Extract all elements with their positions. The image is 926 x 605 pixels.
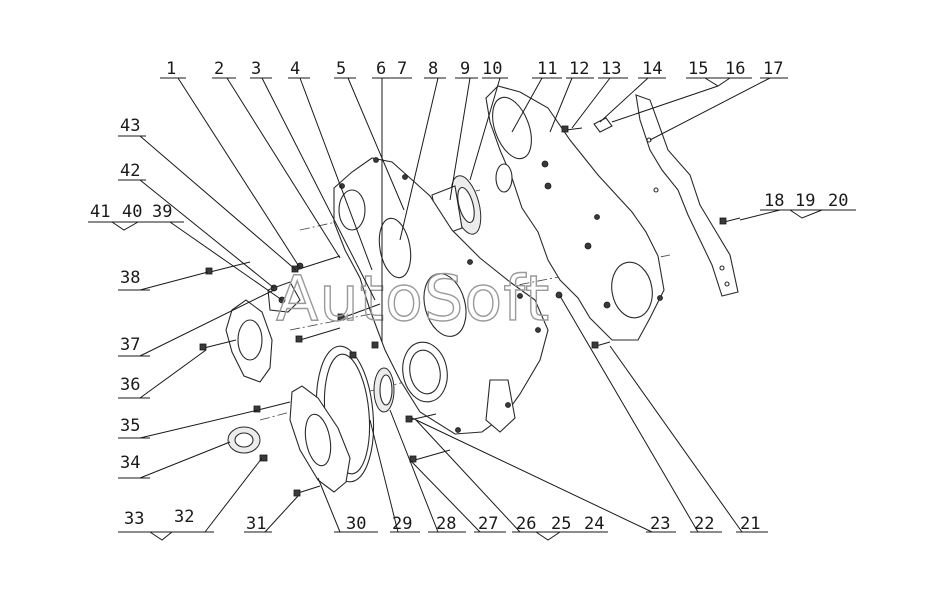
label-7: 7 (397, 59, 407, 79)
label-23: 23 (650, 514, 670, 534)
part-number-labels: 1 2 3 4 5 6 7 8 9 10 11 12 13 14 15 16 1… (90, 59, 848, 534)
label-21: 21 (740, 514, 760, 534)
label-12: 12 (569, 59, 589, 79)
label-20: 20 (828, 191, 848, 211)
label-34: 34 (120, 453, 140, 473)
label-10: 10 (482, 59, 502, 79)
label-11: 11 (537, 59, 557, 79)
label-36: 36 (120, 375, 140, 395)
parts-drawing: AutoSoft (199, 85, 741, 497)
label-27: 27 (478, 514, 498, 534)
label-35: 35 (120, 416, 140, 436)
label-15: 15 (688, 59, 708, 79)
label-9: 9 (460, 59, 470, 79)
label-40: 40 (122, 202, 142, 222)
label-24: 24 (584, 514, 604, 534)
label-6: 6 (376, 59, 386, 79)
label-26: 26 (516, 514, 536, 534)
label-3: 3 (251, 59, 261, 79)
label-29: 29 (392, 514, 412, 534)
label-4: 4 (290, 59, 300, 79)
leader-lines (88, 77, 856, 541)
label-28: 28 (436, 514, 456, 534)
label-18: 18 (764, 191, 784, 211)
label-19: 19 (795, 191, 815, 211)
label-16: 16 (725, 59, 745, 79)
label-17: 17 (763, 59, 783, 79)
label-38: 38 (120, 268, 140, 288)
label-37: 37 (120, 335, 140, 355)
label-30: 30 (346, 514, 366, 534)
label-5: 5 (336, 59, 346, 79)
gasket-strip-17 (635, 94, 739, 297)
bolt-set (199, 117, 741, 497)
label-31: 31 (246, 514, 266, 534)
label-41: 41 (90, 202, 110, 222)
label-22: 22 (694, 514, 714, 534)
label-25: 25 (551, 514, 571, 534)
label-8: 8 (428, 59, 438, 79)
label-13: 13 (601, 59, 621, 79)
label-2: 2 (214, 59, 224, 79)
label-39: 39 (152, 202, 172, 222)
label-14: 14 (642, 59, 662, 79)
label-1: 1 (166, 59, 176, 79)
label-43: 43 (120, 116, 140, 136)
label-33: 33 (124, 509, 144, 529)
label-42: 42 (120, 161, 140, 181)
label-32: 32 (174, 507, 194, 527)
watermark: AutoSoft (276, 262, 550, 335)
